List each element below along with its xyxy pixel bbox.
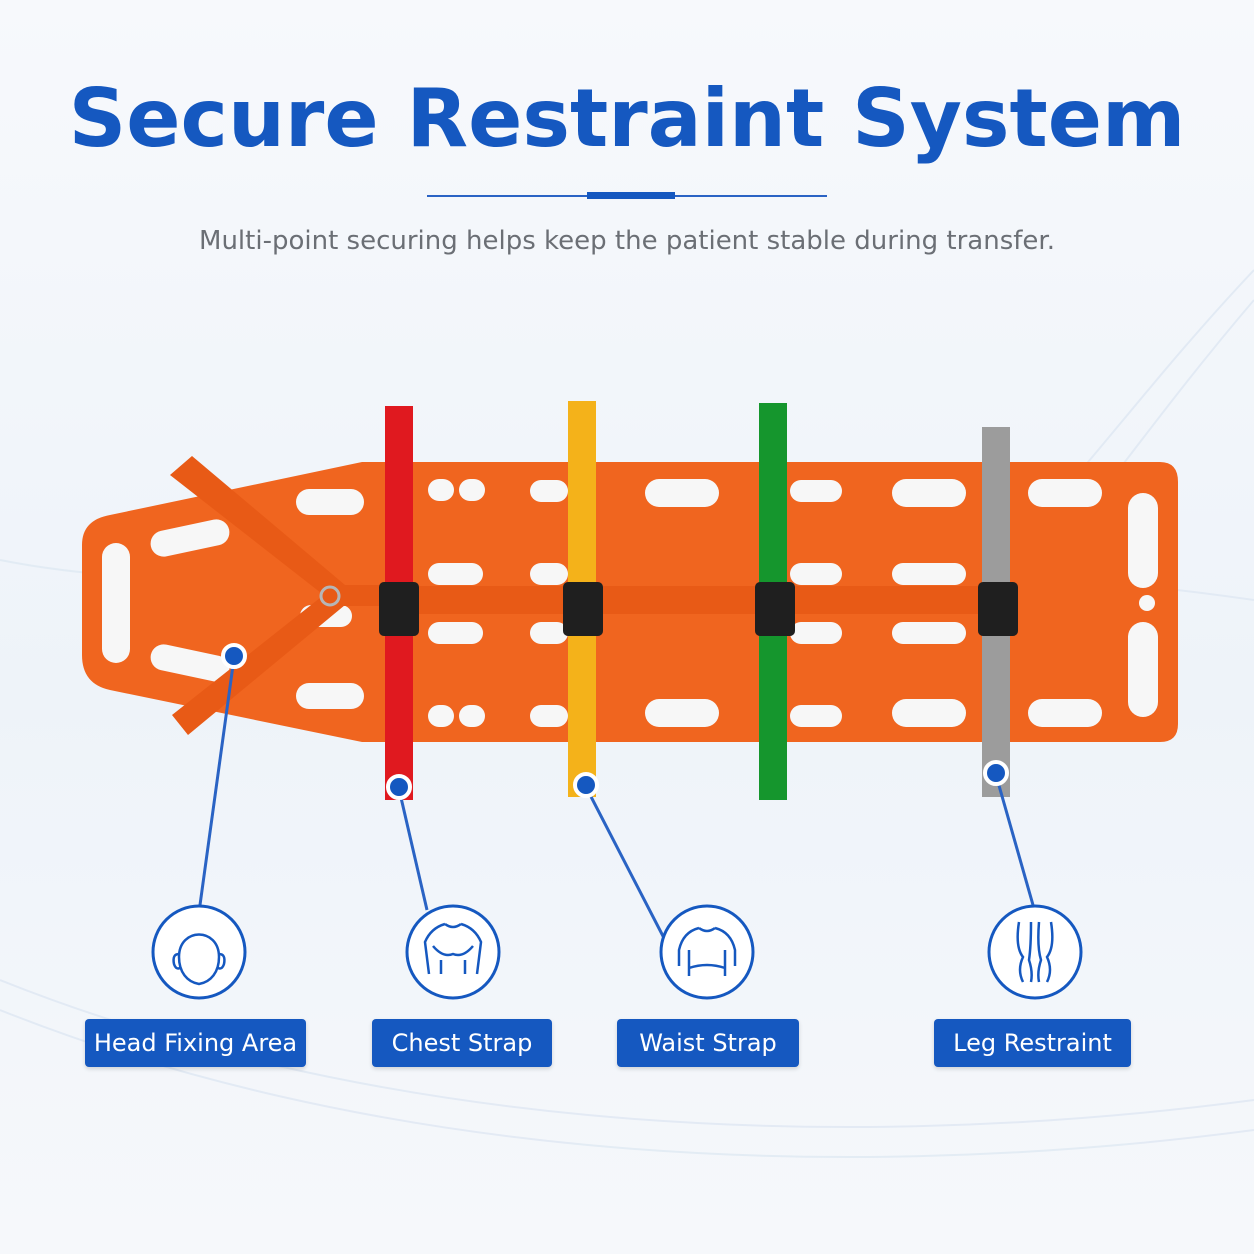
- label-leg-restraint: Leg Restraint: [934, 1019, 1131, 1067]
- legs-icon: [987, 904, 1083, 1000]
- page-title: Secure Restraint System: [68, 72, 1186, 165]
- label-waist-strap: Waist Strap: [617, 1019, 799, 1067]
- callout-lines: [198, 657, 1035, 941]
- chest-icon: [405, 904, 501, 1000]
- board-slots: [102, 479, 1158, 727]
- page-subtitle: Multi-point securing helps keep the pati…: [199, 226, 1055, 256]
- title-divider-accent: [587, 192, 675, 199]
- head-icon: [151, 904, 247, 1000]
- buckles: [379, 582, 1018, 636]
- label-head-fixing-area: Head Fixing Area: [85, 1019, 306, 1067]
- callout-dots: [221, 643, 1009, 800]
- waist-icon: [659, 904, 755, 1000]
- head-straps: [170, 456, 395, 735]
- center-strap: [390, 586, 1002, 614]
- label-chest-strap: Chest Strap: [372, 1019, 552, 1067]
